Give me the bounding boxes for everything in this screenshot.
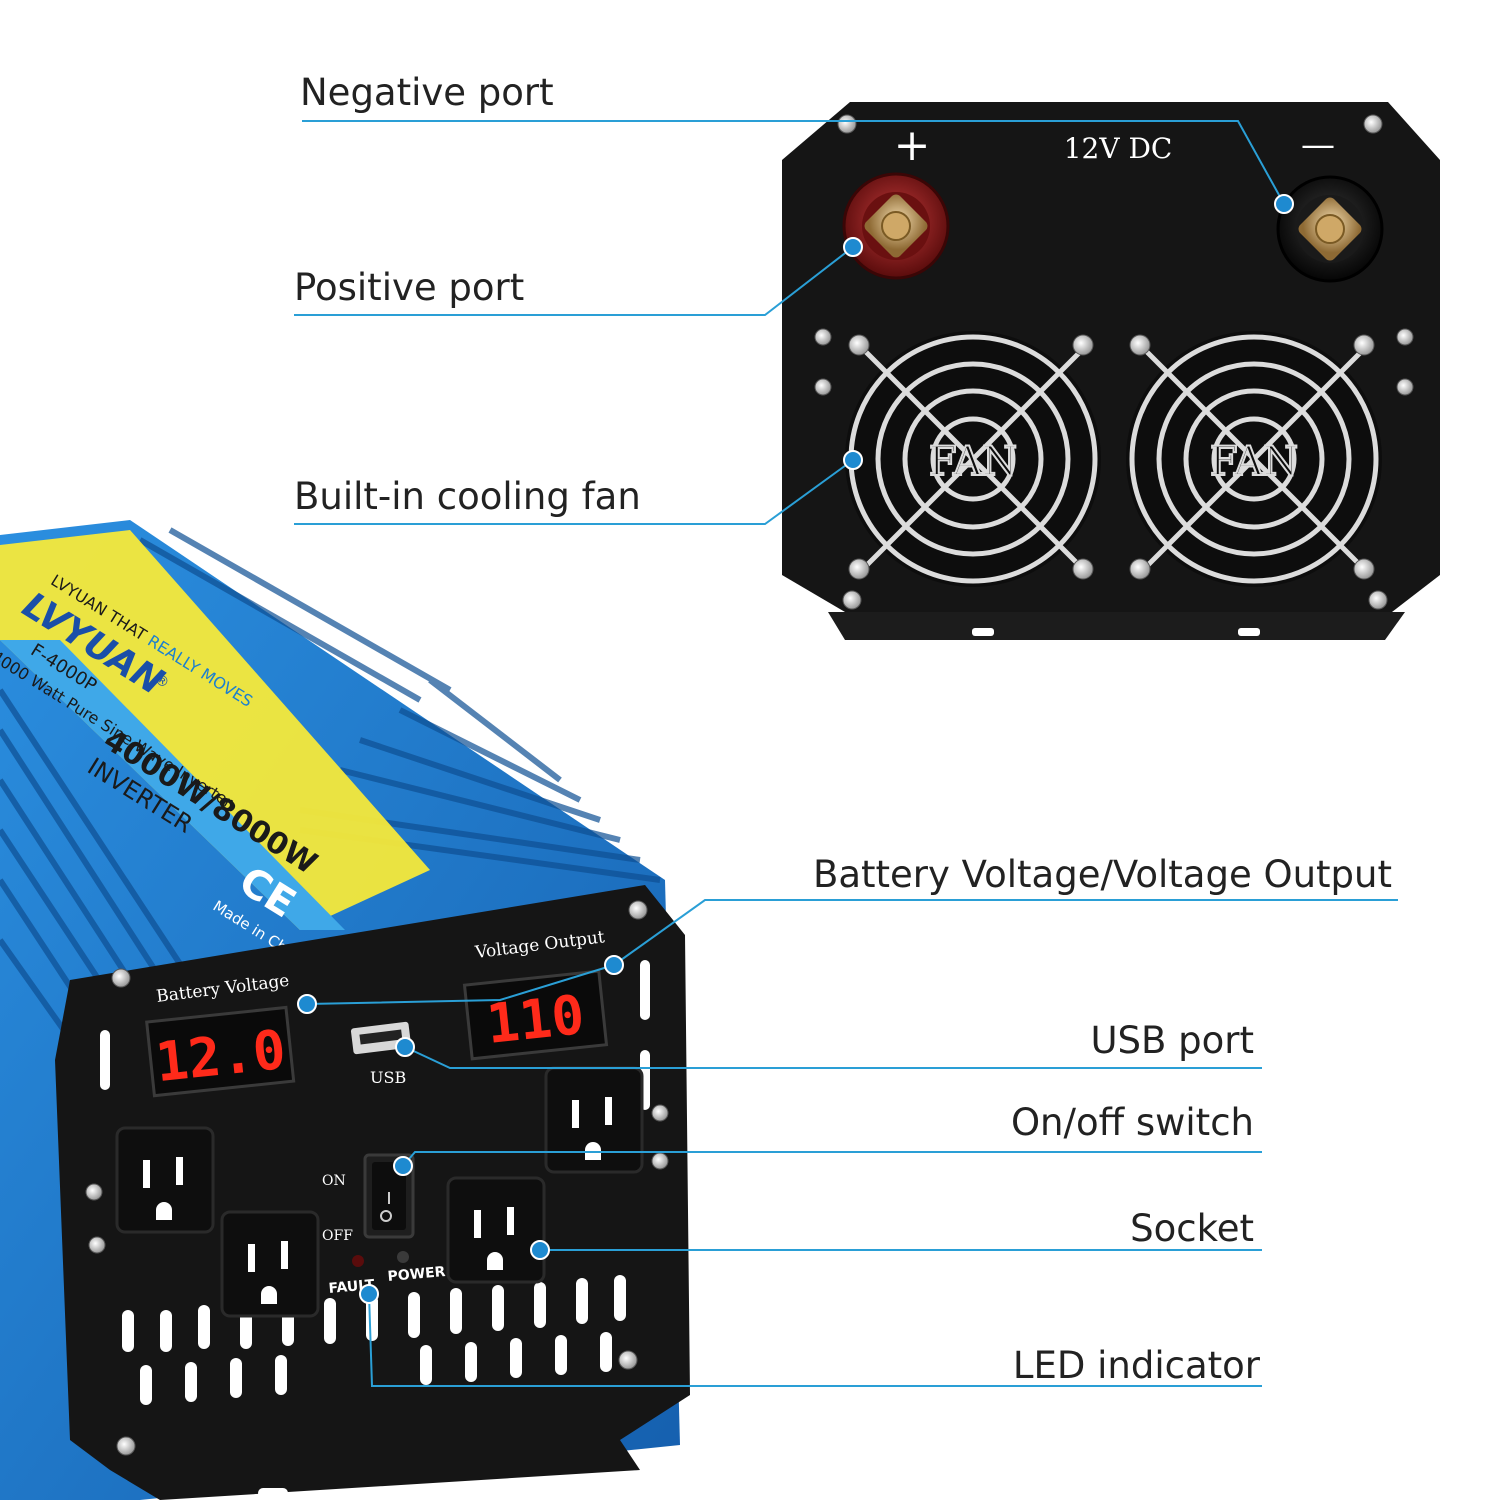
- socket-callout: Socket: [1130, 1207, 1254, 1250]
- battery-voltage-output-leader-branch: [306, 964, 615, 1005]
- positive-port-leader: [294, 246, 854, 316]
- ac-socket[interactable]: [446, 1176, 546, 1284]
- cooling-fan-left: FAN: [845, 331, 1101, 587]
- usb-label: USB: [370, 1068, 406, 1087]
- switch-off-label: OFF: [322, 1228, 353, 1244]
- switch-on-label: ON: [322, 1173, 346, 1189]
- usb-port-callout: USB port: [1090, 1019, 1254, 1062]
- cooling-fan-callout: Built-in cooling fan: [294, 475, 641, 518]
- ac-socket[interactable]: [220, 1210, 320, 1318]
- led-indicator-leader: [368, 1293, 1262, 1387]
- negative-port-callout: Negative port: [300, 71, 554, 114]
- plus-symbol: +: [894, 120, 931, 171]
- front-panel-screws: [85, 900, 669, 1456]
- cooling-fan-leader: [294, 459, 854, 525]
- battery-voltage-readout: 12.0: [153, 1018, 289, 1094]
- fan-label: FAN: [929, 439, 1017, 485]
- voltage-output-display: 110: [462, 969, 609, 1061]
- led-indicator-callout: LED indicator: [1012, 1344, 1260, 1387]
- fan-label: FAN: [1210, 439, 1298, 485]
- mounting-slot: [1238, 628, 1260, 636]
- positive-port-callout: Positive port: [294, 266, 525, 309]
- callout-dots: [297, 194, 1294, 1304]
- battery-voltage-output-leader: [613, 899, 1398, 966]
- cooling-fan-right: FAN: [1126, 331, 1382, 587]
- minus-symbol: —: [1301, 125, 1335, 165]
- rear-panel: + — 12V DC F: [782, 102, 1440, 640]
- panel-screws: [814, 114, 1414, 610]
- ac-socket[interactable]: [544, 1066, 644, 1174]
- mounting-slot: [972, 628, 994, 636]
- front-panel: Battery Voltage Voltage Output 12.0 110 …: [55, 885, 690, 1500]
- onoff-switch-callout: On/off switch: [1010, 1101, 1254, 1144]
- voltage-rating-label: 12V DC: [1064, 132, 1173, 165]
- power-led: [397, 1251, 409, 1263]
- negative-port-leader: [302, 120, 1285, 205]
- ac-socket[interactable]: [115, 1126, 215, 1234]
- power-label: POWER: [387, 1264, 446, 1285]
- negative-terminal[interactable]: [1276, 175, 1384, 283]
- battery-voltage-display: 12.0: [145, 1005, 296, 1098]
- positive-terminal[interactable]: [842, 172, 950, 280]
- voltage-output-readout: 110: [484, 983, 588, 1056]
- usb-port-leader: [404, 1046, 1262, 1069]
- fault-led: [352, 1255, 364, 1267]
- vent-slots: [122, 1275, 626, 1405]
- battery-voltage-output-callout: Battery Voltage/Voltage Output: [812, 853, 1392, 896]
- led-indicators: [352, 1251, 409, 1267]
